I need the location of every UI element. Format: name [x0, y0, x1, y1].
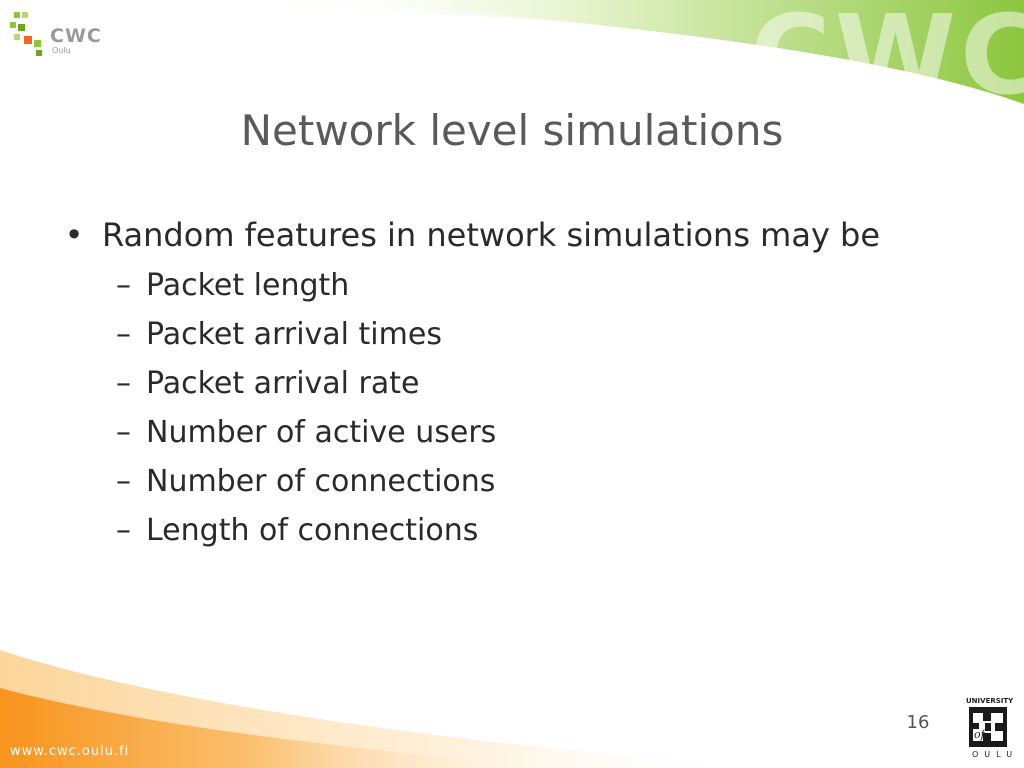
sub-marker: –: [116, 415, 131, 450]
bullet-item: • Random features in network simulations…: [60, 212, 980, 258]
sub-text: Packet arrival rate: [146, 366, 420, 401]
sub-text: Packet length: [146, 268, 350, 303]
sub-item: – Number of active users: [60, 408, 980, 457]
sub-text: Packet arrival times: [146, 317, 442, 352]
university-logo: UNIVERSITY of OULU: [966, 697, 1019, 759]
university-emblem-icon: of: [969, 707, 1007, 747]
sub-marker: –: [116, 268, 131, 303]
bullet-marker: •: [64, 216, 84, 254]
pixel-squares-logo-icon: [10, 12, 42, 56]
university-of-text: of: [974, 728, 987, 741]
slide-title: Network level simulations: [240, 106, 784, 155]
sub-item: – Length of connections: [60, 506, 980, 555]
sub-marker: –: [116, 317, 131, 352]
footer-url: www.cwc.oulu.fi: [10, 744, 130, 759]
sub-marker: –: [116, 366, 131, 401]
sub-item: – Packet length: [60, 261, 980, 310]
cwc-logo: CWC Oulu: [10, 10, 102, 62]
cwc-watermark: CWC: [750, 0, 1024, 119]
logo-subtext: Oulu: [52, 46, 71, 55]
sub-text: Length of connections: [146, 513, 479, 548]
sub-item: – Number of connections: [60, 457, 980, 506]
sub-item: – Packet arrival rate: [60, 359, 980, 408]
sub-text: Number of active users: [146, 415, 497, 450]
page-number: 16: [906, 712, 930, 733]
university-top-text: UNIVERSITY: [966, 697, 1014, 705]
sub-marker: –: [116, 464, 131, 499]
sub-item: – Packet arrival times: [60, 310, 980, 359]
sub-marker: –: [116, 513, 131, 548]
university-bottom-text: OULU: [972, 750, 1019, 759]
orange-swoosh: [0, 688, 560, 768]
logo-text: CWC: [50, 25, 102, 47]
slide-content: • Random features in network simulations…: [60, 212, 980, 555]
bullet-text: Random features in network simulations m…: [102, 216, 881, 254]
green-swoosh: [330, 0, 1024, 104]
sub-text: Number of connections: [146, 464, 496, 499]
